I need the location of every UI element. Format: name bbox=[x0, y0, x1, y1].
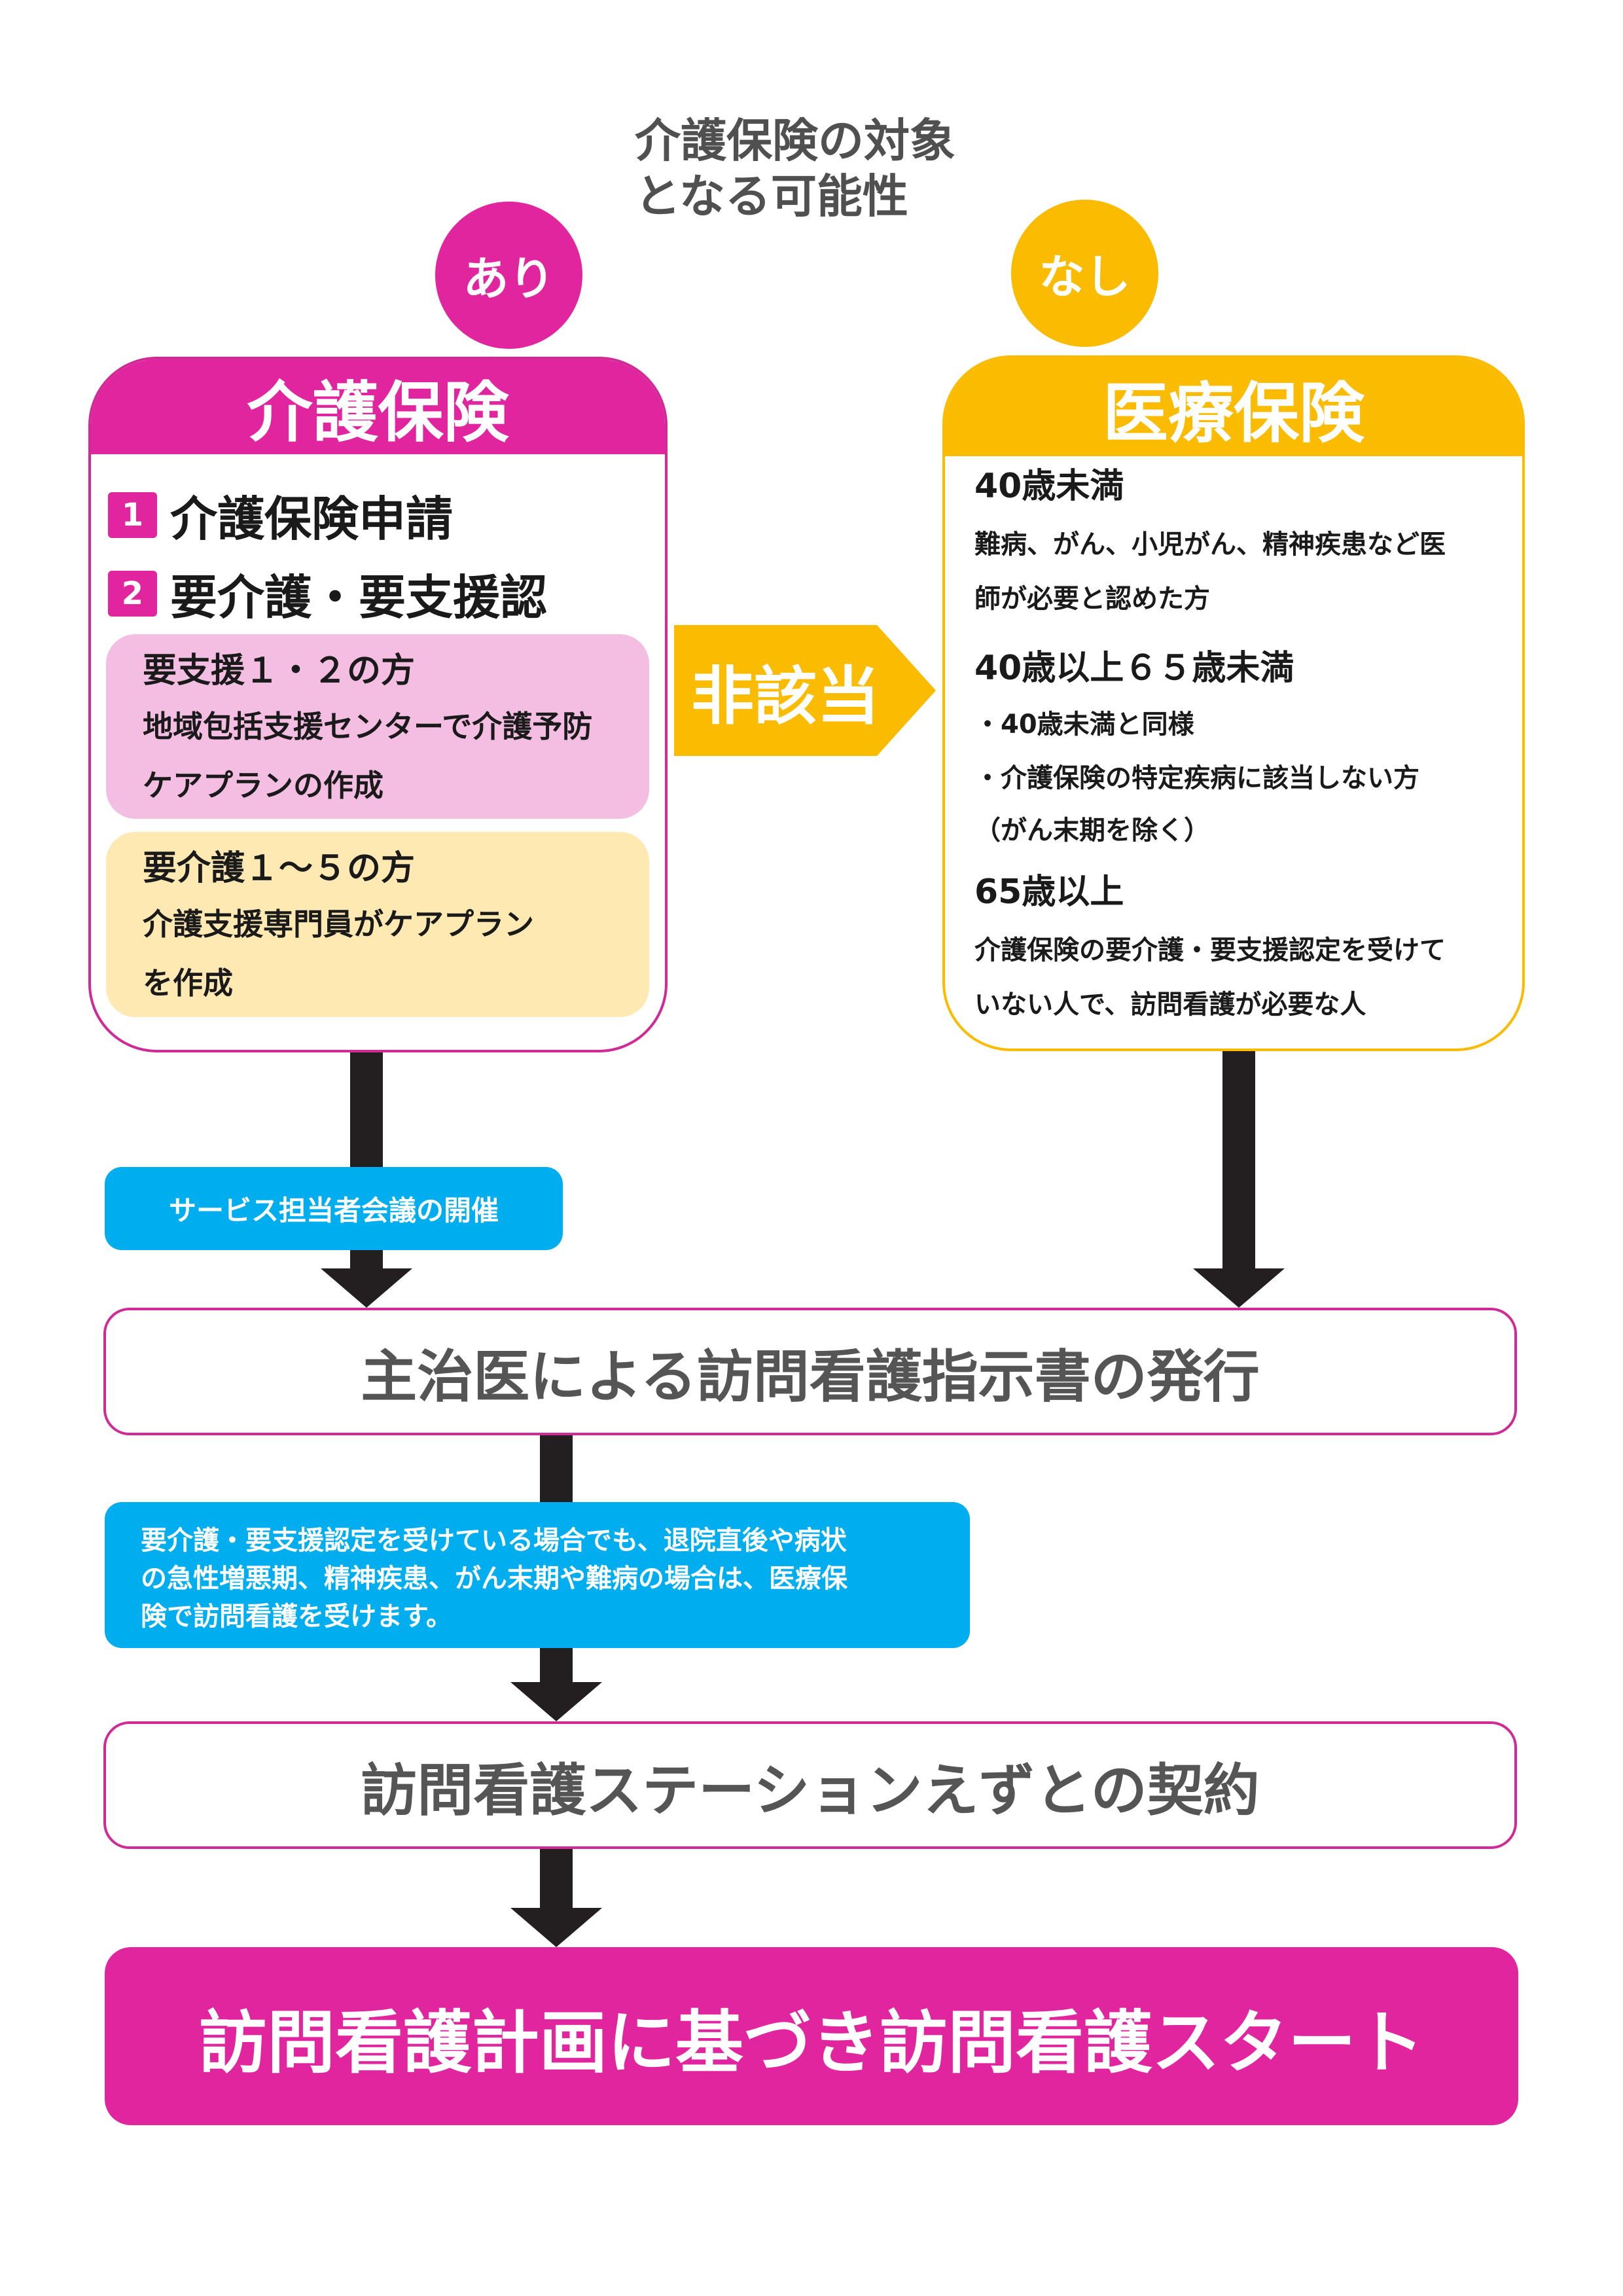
arrow-down-icon bbox=[510, 1682, 602, 1721]
over-65-desc-2: いない人で、訪問看護が必要な人 bbox=[974, 990, 1366, 1020]
visit-nursing-start-box: 訪問看護計画に基づき訪問看護スタート bbox=[105, 1947, 1518, 2125]
arrow-shaft bbox=[540, 1849, 573, 1909]
step-label: 介護保険申請 bbox=[170, 492, 454, 547]
instruction-issue-box: 主治医による訪問看護指示書の発行 bbox=[103, 1308, 1517, 1435]
under-40-desc-1: 難病、がん、小児がん、精神疾患など医 bbox=[974, 529, 1446, 560]
question-line-1: 介護保険の対象 bbox=[635, 114, 955, 168]
support-level-title: 要支援１・２の方 bbox=[143, 651, 416, 691]
step-application: 1 介護保険申請 bbox=[108, 480, 453, 549]
care-level-title: 要介護１～５の方 bbox=[143, 849, 416, 888]
step-certification: 2 要介護・要支援認 bbox=[108, 559, 547, 628]
kaigo-insurance-box: 介護保険 1 介護保険申請 2 要介護・要支援認 要支援１・２の方 地域包括支援… bbox=[88, 357, 668, 1052]
support-level-box: 要支援１・２の方 地域包括支援センターで介護予防 ケアプランの作成 bbox=[106, 634, 649, 819]
under-40-heading: 40歳未満 bbox=[974, 467, 1124, 506]
step-number: 1 bbox=[108, 492, 157, 538]
no-badge: なし bbox=[1011, 200, 1158, 347]
over-65-desc-1: 介護保険の要介護・要支援認定を受けて bbox=[974, 935, 1446, 965]
medical-insurance-box: 医療保険 40歳未満 難病、がん、小児がん、精神疾患など医 師が必要と認めた方 … bbox=[942, 355, 1525, 1051]
care-level-box: 要介護１～５の方 介護支援専門員がケアプラン を作成 bbox=[106, 832, 649, 1017]
medical-insurance-title: 医療保険 bbox=[945, 358, 1522, 456]
medical-note-line-2: の急性増悪期、精神疾患、がん末期や難病の場合は、医療保 bbox=[141, 1564, 847, 1594]
arrow-down-icon bbox=[321, 1268, 412, 1308]
support-level-desc-2: ケアプランの作成 bbox=[143, 768, 383, 803]
medical-note-box: 要介護・要支援認定を受けている場合でも、退院直後や病状 の急性増悪期、精神疾患、… bbox=[105, 1502, 970, 1648]
yes-badge: あり bbox=[435, 202, 582, 349]
40-to-65-heading: 40歳以上６５歳未満 bbox=[974, 649, 1294, 688]
medical-note-line-3: 険で訪問看護を受けます。 bbox=[141, 1602, 452, 1632]
arrow-down-icon bbox=[510, 1908, 602, 1947]
arrow-shaft bbox=[540, 1648, 573, 1683]
medical-note-line-1: 要介護・要支援認定を受けている場合でも、退院直後や病状 bbox=[141, 1526, 847, 1556]
over-65-heading: 65歳以上 bbox=[974, 872, 1124, 912]
question-line-2: となる可能性 bbox=[635, 170, 908, 223]
step-number: 2 bbox=[108, 570, 157, 617]
not-applicable-arrow-icon bbox=[674, 625, 936, 756]
service-meeting-box: サービス担当者会議の開催 bbox=[105, 1167, 563, 1250]
arrow-shaft bbox=[350, 1052, 383, 1169]
not-applicable-label: 非該当 bbox=[691, 659, 880, 733]
arrow-shaft bbox=[540, 1435, 573, 1503]
40-to-65-desc-1: ・40歳未満と同様 bbox=[974, 709, 1194, 740]
contract-box: 訪問看護ステーションえずとの契約 bbox=[103, 1721, 1517, 1849]
arrow-shaft bbox=[350, 1250, 383, 1270]
40-to-65-desc-3: （がん末期を除く） bbox=[974, 816, 1210, 846]
care-level-desc-2: を作成 bbox=[143, 965, 233, 1001]
support-level-desc-1: 地域包括支援センターで介護予防 bbox=[143, 709, 593, 744]
40-to-65-desc-2: ・介護保険の特定疾病に該当しない方 bbox=[974, 763, 1419, 793]
step-label: 要介護・要支援認 bbox=[170, 570, 548, 625]
kaigo-insurance-title: 介護保険 bbox=[91, 359, 665, 454]
under-40-desc-2: 師が必要と認めた方 bbox=[974, 584, 1210, 614]
arrow-down-icon bbox=[1193, 1268, 1285, 1308]
care-level-desc-1: 介護支援専門員がケアプラン bbox=[143, 906, 534, 942]
arrow-shaft bbox=[1222, 1051, 1255, 1270]
